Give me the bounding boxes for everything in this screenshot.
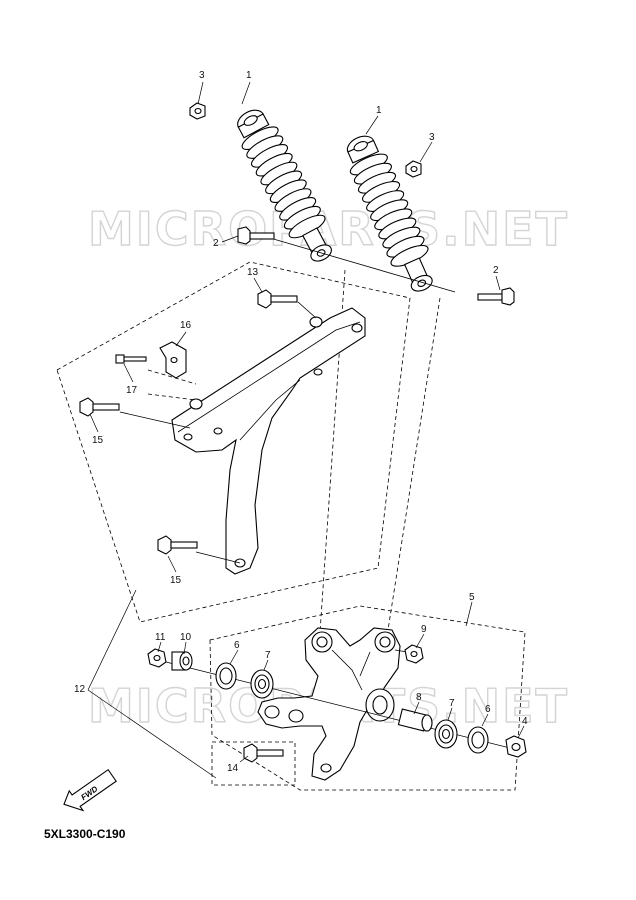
shock-absorber-left (237, 109, 332, 262)
bolt-2-left (237, 226, 275, 245)
callout-11: 11 (155, 632, 166, 643)
bolt-axis-line (195, 551, 241, 564)
screw-17 (115, 354, 147, 364)
callout-16: 16 (180, 320, 192, 331)
callout-13: 13 (247, 267, 259, 278)
callout-6-left: 6 (234, 640, 240, 651)
shock-to-knuckle-line (319, 269, 346, 633)
swing-knuckle (257, 627, 401, 781)
leader-lines (87, 81, 525, 779)
callout-7-right: 7 (449, 698, 455, 709)
pivot-axis-line (149, 657, 527, 753)
callout-15-upper: 15 (92, 435, 104, 446)
bolt14-group-outline (211, 741, 296, 786)
callout-2-right: 2 (493, 265, 499, 276)
callout-14: 14 (227, 763, 239, 774)
shock-to-knuckle-line-2 (387, 297, 441, 631)
nut-3-left (189, 102, 206, 120)
callout-8: 8 (416, 692, 422, 703)
callout-5: 5 (469, 592, 475, 603)
callout-10: 10 (180, 632, 192, 643)
seal-6-right (467, 726, 489, 754)
shock-absorber-right (346, 135, 433, 292)
callout-17: 17 (126, 385, 138, 396)
callout-1-right: 1 (376, 105, 382, 116)
fwd-arrow-icon: FWD (63, 768, 117, 812)
bracket-group-outline (56, 261, 411, 623)
bearing-7-right (434, 719, 458, 749)
diagram-code: 5XL3300-C190 (44, 827, 126, 841)
bolt-15-upper (79, 397, 120, 417)
callout-3-right: 3 (429, 132, 435, 143)
seal-6-left (215, 662, 237, 690)
callout-7-left: 7 (265, 650, 271, 661)
nut-11 (147, 648, 167, 668)
bolt-axis-line (119, 411, 191, 429)
nut-9 (404, 644, 424, 664)
bolt-15-lower (157, 535, 198, 555)
callout-12: 12 (74, 684, 86, 695)
bearing-7-left (250, 669, 274, 699)
nut-3-right (405, 160, 422, 178)
bolt-2-right (477, 287, 515, 306)
bolt-axis-line (269, 237, 456, 293)
nut-4 (505, 735, 527, 758)
clip-leader-dash (147, 369, 197, 385)
shock-bracket (171, 307, 366, 575)
clip-leader-dash-2 (147, 393, 197, 401)
bolt-14 (243, 743, 284, 763)
callout-3-left: 3 (199, 70, 205, 81)
swingarm-group-outline (209, 605, 526, 791)
callout-1-left: 1 (246, 70, 252, 81)
callout-2-left: 2 (213, 238, 219, 249)
callout-15-lower: 15 (170, 575, 182, 586)
bolt-axis-line (297, 301, 317, 319)
callout-labels: 1 1 3 3 2 2 13 16 17 15 15 5 9 11 10 6 7… (74, 70, 528, 774)
callout-4: 4 (522, 716, 528, 727)
bolt-13 (257, 289, 298, 309)
callout-6-right: 6 (485, 704, 491, 715)
collar-10 (171, 651, 193, 671)
clip-16 (159, 341, 187, 379)
callout-9: 9 (421, 624, 427, 635)
